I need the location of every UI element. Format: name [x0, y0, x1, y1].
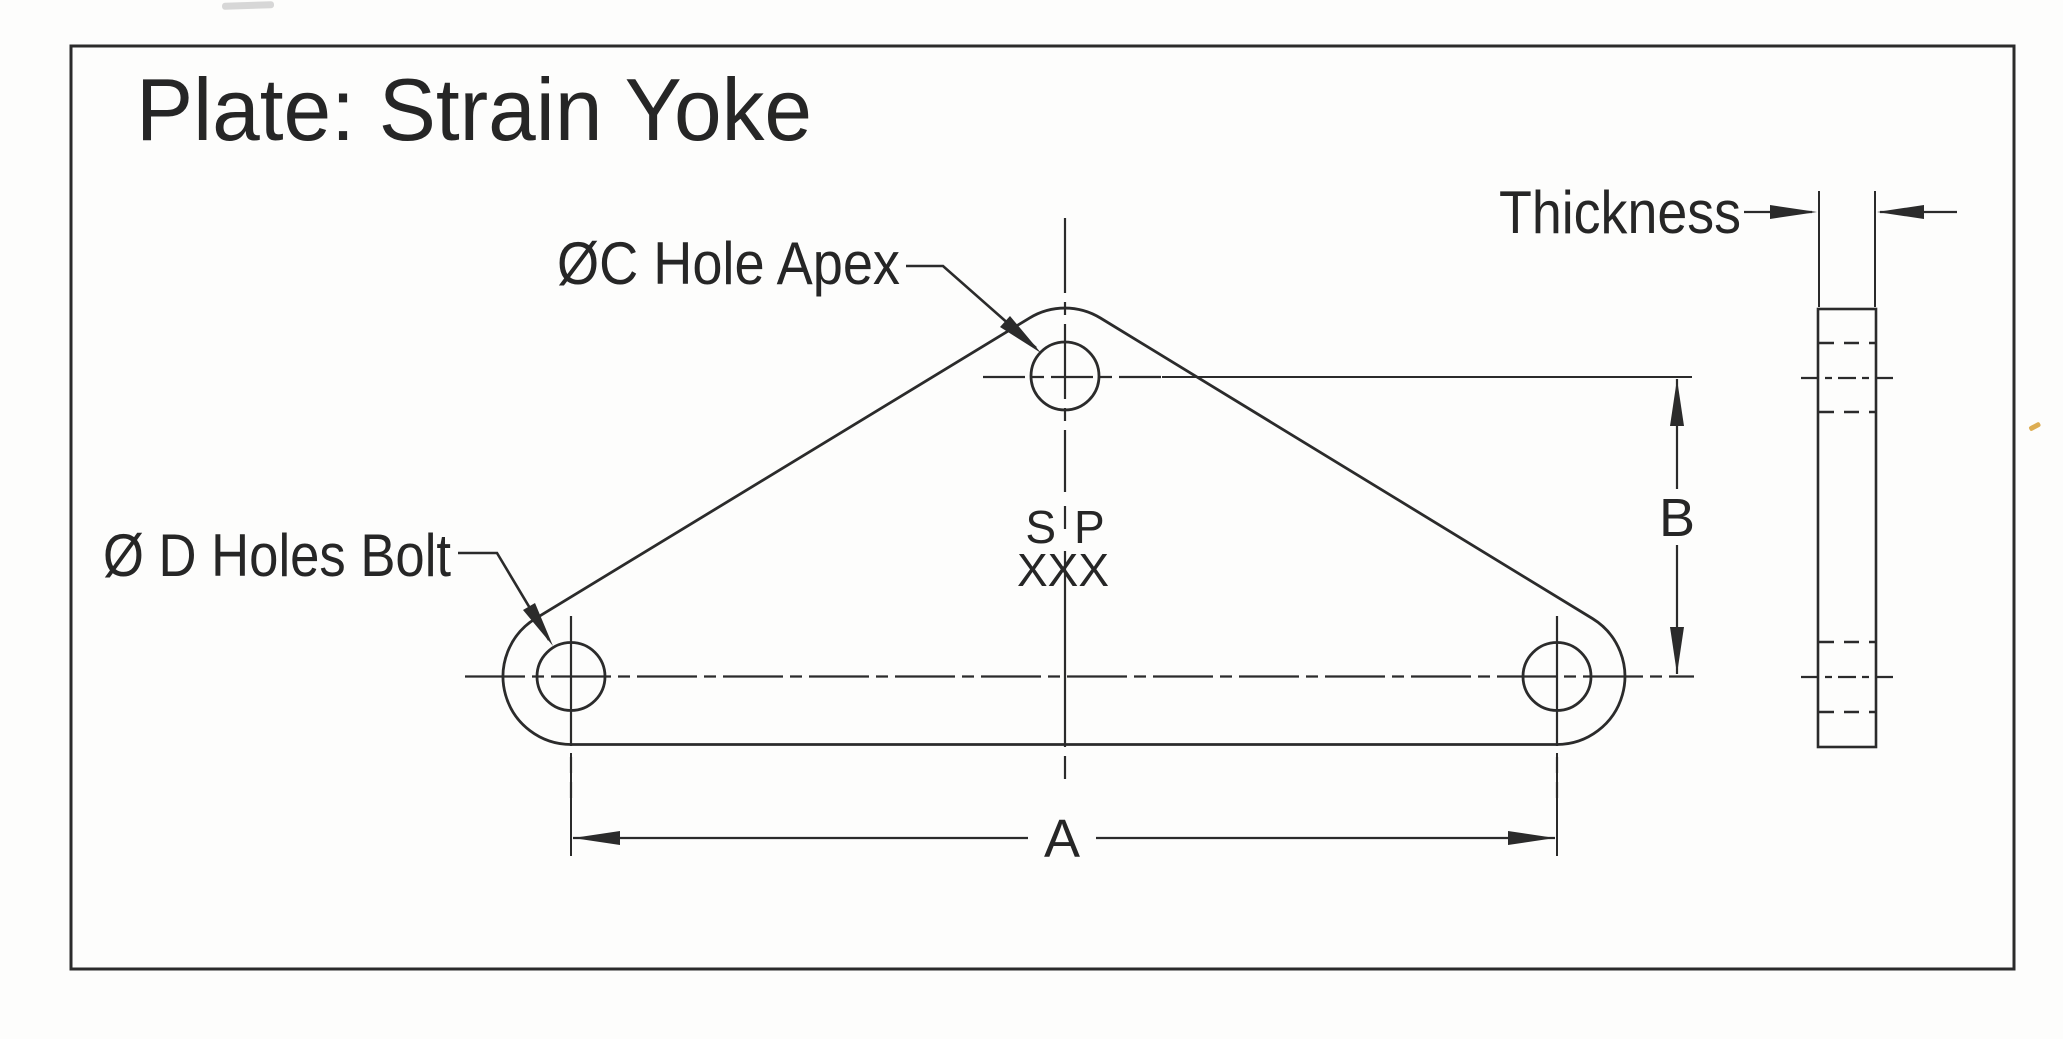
dim-b-label: B	[1659, 488, 1695, 548]
scan-speck	[2028, 422, 2041, 431]
front-view: S P XXX	[465, 218, 1694, 798]
stamp-xxx: XXX	[1017, 544, 1109, 596]
sheet-border	[69, 44, 2016, 971]
dim-a-label: A	[1044, 809, 1080, 869]
bolt-hole-left	[535, 641, 607, 712]
apex-hole-label: ØC Hole Apex	[557, 230, 900, 297]
thickness-arrow-left	[1770, 205, 1817, 219]
stamp-letter-p: P	[1074, 501, 1105, 553]
callout-bolt-holes: Ø D Holes Bolt	[103, 522, 553, 646]
leader-apex	[906, 264, 1037, 349]
dim-b-arrow-bottom	[1670, 627, 1684, 674]
stamp-letter-s: S	[1025, 501, 1056, 553]
dimension-b: B	[1659, 379, 1695, 674]
bolt-hole-right	[1521, 641, 1593, 712]
dimension-a: A	[570, 753, 1558, 869]
side-view-outline	[1816, 307, 1878, 749]
apex-hole	[1029, 340, 1101, 412]
dim-b-arrow-top	[1670, 379, 1684, 426]
callout-apex-hole: ØC Hole Apex	[557, 230, 1041, 353]
thickness-label: Thickness	[1499, 179, 1741, 246]
scan-smudge	[222, 1, 275, 10]
leader-bolt	[458, 551, 551, 641]
bolt-holes-label: Ø D Holes Bolt	[103, 522, 451, 589]
dim-a-arrow-left	[573, 831, 620, 845]
leader-apex-arrowhead	[1000, 316, 1041, 353]
plate-outline	[501, 306, 1627, 746]
thickness-arrow-right	[1877, 205, 1924, 219]
side-view: Thickness	[1499, 179, 1957, 749]
leader-bolt-arrowhead	[523, 603, 553, 646]
dim-a-arrow-right	[1508, 831, 1555, 845]
page-title: Plate: Strain Yoke	[136, 60, 812, 159]
